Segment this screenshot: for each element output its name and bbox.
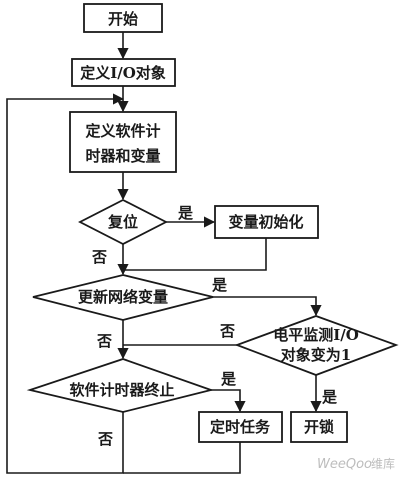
define-timer-label-line2: 时器和变量 — [85, 147, 160, 165]
update-vars-label: 更新网络变量 — [78, 288, 168, 306]
decision-reset: 复位 — [78, 198, 168, 246]
edge-var-init-return — [123, 238, 267, 271]
label-yes-update: 是 — [211, 276, 228, 294]
define-io-box — [71, 58, 176, 87]
edge-timer-yes — [211, 389, 246, 413]
var-init-label: 变量初始化 — [228, 213, 303, 231]
node-define-io: 定义I/O对象 — [71, 58, 176, 87]
watermark: WeeQoo 维库 — [317, 456, 395, 472]
node-var-init: 变量初始化 — [214, 205, 319, 239]
unlock-label: 开锁 — [304, 418, 334, 436]
level-monitor-diamond — [234, 315, 399, 376]
reset-diamond — [78, 198, 168, 246]
define-timer-box — [69, 111, 177, 173]
label-yes-reset: 是 — [177, 204, 194, 222]
branch-labels: 是 否 是 否 否 是 是 否 — [91, 204, 338, 448]
label-yes-timer: 是 — [220, 370, 237, 388]
unlock-box — [290, 411, 348, 443]
edge-update-yes — [213, 296, 322, 317]
watermark-brand: WeeQoo — [317, 457, 372, 472]
node-unlock: 开锁 — [290, 411, 348, 443]
label-yes-level: 是 — [321, 388, 338, 406]
level-monitor-label-line2: 对象变为1 — [281, 346, 351, 364]
decision-timer-end: 软件计时器终止 — [26, 358, 215, 413]
label-no-level: 否 — [219, 322, 235, 340]
start-box — [83, 3, 163, 33]
timed-task-box — [198, 411, 283, 443]
label-no-timer: 否 — [97, 430, 113, 448]
start-label: 开始 — [108, 10, 138, 28]
update-vars-diamond — [32, 274, 214, 321]
node-define-timer: 定义软件计 时器和变量 — [69, 111, 177, 173]
node-start: 开始 — [83, 3, 163, 33]
decision-level-monitor: 电平监测I/O 对象变为1 — [234, 315, 399, 376]
node-timed-task: 定时任务 — [198, 411, 283, 443]
connectors — [6, 32, 322, 474]
timer-end-diamond — [26, 358, 215, 413]
define-timer-label-line1: 定义软件计 — [85, 122, 160, 140]
label-no-update: 否 — [96, 332, 112, 350]
reset-label: 复位 — [107, 213, 138, 231]
timer-end-label: 软件计时器终止 — [69, 381, 174, 399]
define-io-label: 定义I/O对象 — [80, 64, 166, 82]
label-no-reset: 否 — [91, 248, 107, 266]
timed-task-label: 定时任务 — [210, 418, 271, 436]
edge-timer-no-loop — [6, 93, 125, 474]
watermark-suffix: 维库 — [371, 456, 395, 471]
edge-timed-task-loop — [123, 442, 241, 474]
decision-update-vars: 更新网络变量 — [32, 274, 214, 321]
var-init-box — [214, 205, 319, 239]
level-monitor-label-line1: 电平监测I/O — [273, 326, 359, 344]
